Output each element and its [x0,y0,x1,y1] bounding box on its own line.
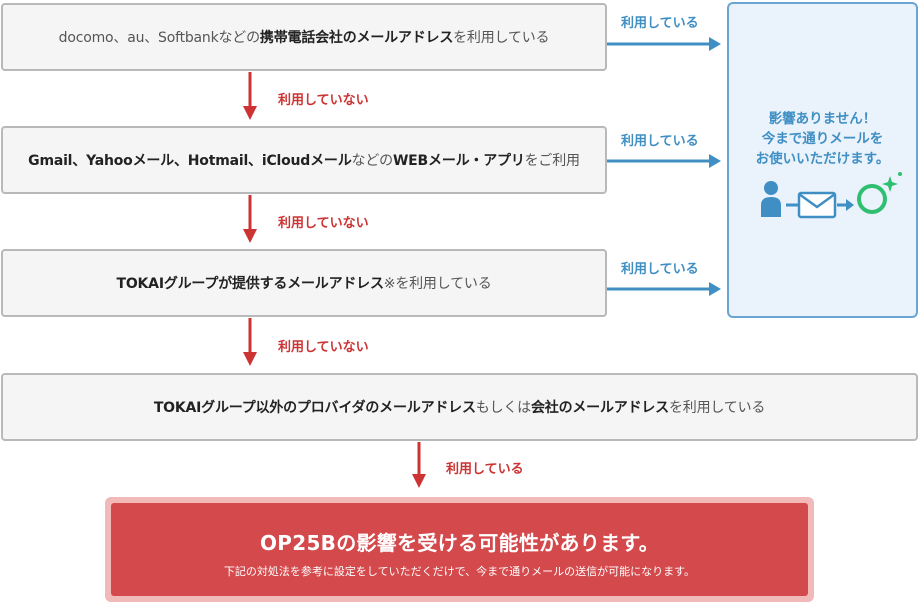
step-text-regular: を利用している [453,30,550,46]
no-impact-line-3: お使いいただけます。 [755,151,890,167]
mail-flow-illustration [761,172,902,219]
step-text-bold: 会社のメールアドレス [530,400,669,416]
no-impact-line-2: 今まで通りメールを [761,131,884,147]
yes-label-3: 利用している [621,262,699,277]
no-arrow-3 [243,318,257,366]
no-arrow-2 [243,195,257,243]
step-text-regular: docomo、au、Softbankなどの [58,30,260,46]
step-text-bold: 携帯電話会社のメールアドレス [259,30,454,46]
step-text-regular: を利用している [668,400,766,416]
no-label-2: 利用していない [278,216,369,231]
check-circle-icon [857,172,902,214]
step-text-regular: もしくは [475,400,531,416]
no-label-1: 利用していない [278,93,369,108]
result-inner: OP25Bの影響を受ける可能性があります。 下記の対処法を参考に設定をしていただ… [111,503,808,596]
yes-arrow-2 [607,154,721,168]
step-text-bold: TOKAIグループ以外のプロバイダのメールアドレス [153,400,476,416]
step-text: docomo、au、Softbankなどの携帯電話会社のメールアドレスを利用して… [59,27,550,47]
step-text-regular: をご利用 [524,153,580,169]
step-text-regular: などの [351,153,394,169]
result-arrow [412,442,426,488]
result-title: OP25Bの影響を受ける可能性があります。 [259,531,660,555]
yes-label-2: 利用している [621,134,699,149]
step-text: TOKAIグループ以外のプロバイダのメールアドレスもしくは会社のメールアドレスを… [153,397,766,417]
yes-label-1: 利用している [621,16,699,31]
result-box: OP25Bの影響を受ける可能性があります。 下記の対処法を参考に設定をしていただ… [105,497,814,602]
step-text-bold: WEBメール・アプリ [392,153,525,169]
step-text: TOKAIグループが提供するメールアドレス※を利用している [116,273,491,293]
no-impact-line-1: 影響ありません！ [768,111,877,127]
step-4-box: TOKAIグループ以外のプロバイダのメールアドレスもしくは会社のメールアドレスを… [1,373,918,441]
person-icon [761,181,781,217]
step-text-bold: TOKAIグループが提供するメールアドレス [116,276,384,292]
step-text-regular: ※を利用している [383,276,492,292]
step-1-box: docomo、au、Softbankなどの携帯電話会社のメールアドレスを利用して… [1,3,607,71]
result-subtitle: 下記の対処法を参考に設定をしていただくだけで、今まで通りメールの送信が可能になり… [223,565,696,578]
envelope-icon [797,191,837,219]
step-text: Gmail、Yahooメール、Hotmail、iCloudメールなどのWEBメー… [28,150,580,170]
step-2-box: Gmail、Yahooメール、Hotmail、iCloudメールなどのWEBメー… [1,126,607,194]
step-3-box: TOKAIグループが提供するメールアドレス※を利用している [1,249,607,317]
no-impact-panel: 影響ありません！ 今まで通りメールを お使いいただけます。 [727,2,918,318]
no-impact-message: 影響ありません！ 今まで通りメールを お使いいただけます。 [729,109,916,169]
no-label-3: 利用していない [278,340,369,355]
step-text-bold: Gmail、Yahooメール、Hotmail、iCloudメール [28,153,352,169]
no-arrow-1 [243,72,257,120]
result-yes-label: 利用している [446,462,524,477]
yes-arrow-1 [607,37,721,51]
yes-arrow-3 [607,282,721,296]
